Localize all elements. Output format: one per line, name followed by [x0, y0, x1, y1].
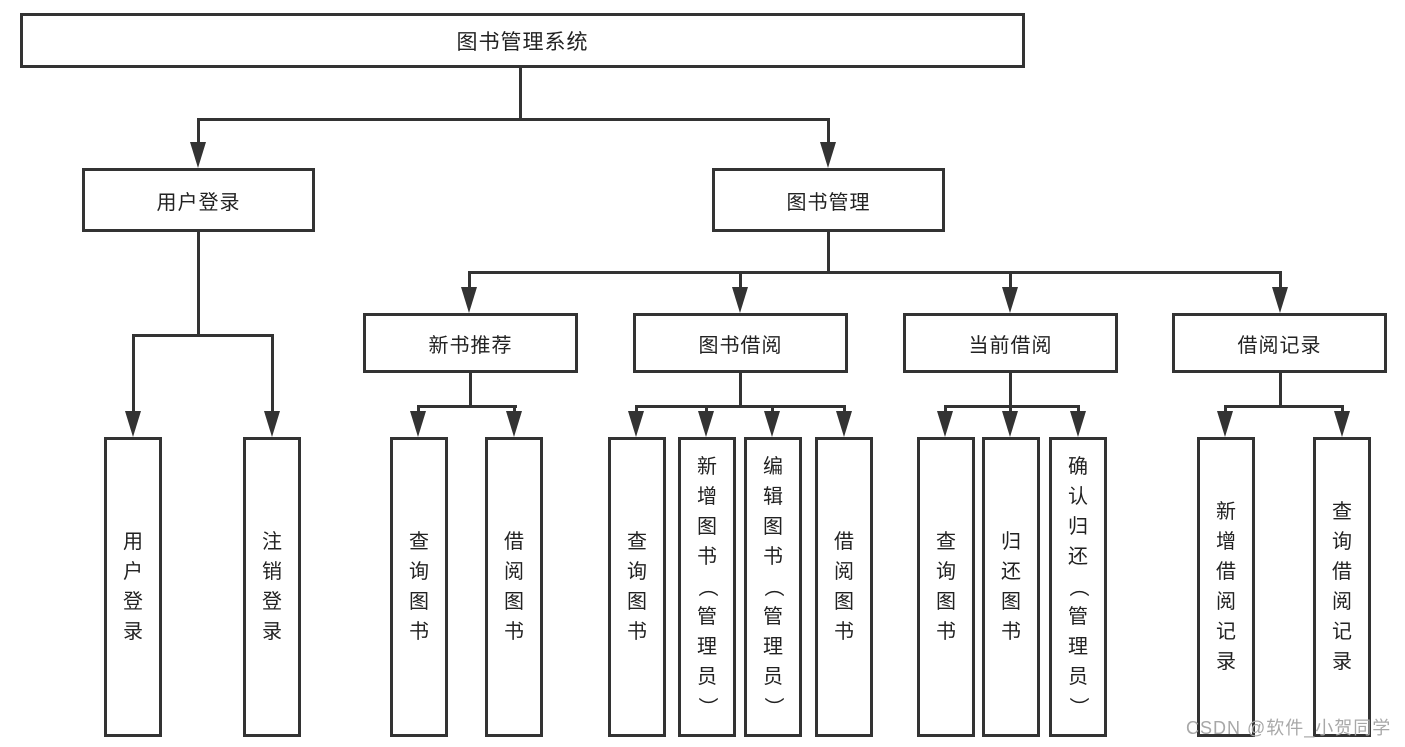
connector-line	[197, 230, 200, 337]
node-book-mgmt: 图书管理	[712, 168, 945, 232]
connector-line	[1009, 405, 1012, 415]
arrow-down-icon	[125, 411, 141, 437]
connector-line	[739, 271, 742, 291]
leaf-current-return-books-label: 归还图书	[1001, 531, 1021, 643]
connector-line	[1341, 405, 1344, 415]
leaf-current-confirm-return-admin-label: 确认归还（管理员）	[1067, 456, 1089, 717]
arrow-down-icon	[1334, 411, 1350, 437]
connector-line	[705, 405, 708, 415]
arrow-down-icon	[1217, 411, 1233, 437]
connector-line	[635, 405, 638, 415]
leaf-current-confirm-return-admin: 确认归还（管理员）	[1049, 437, 1107, 737]
arrow-down-icon	[410, 411, 426, 437]
connector-line	[1279, 371, 1282, 408]
connector-line	[771, 405, 774, 415]
leaf-user-login: 用户登录	[104, 437, 162, 737]
connector-line	[513, 405, 516, 415]
arrow-down-icon	[1272, 287, 1288, 313]
node-user-login-label: 用户登录	[156, 191, 241, 214]
leaf-newbook-borrow-books: 借阅图书	[485, 437, 543, 737]
connector-line	[827, 118, 830, 146]
connector-line	[469, 371, 472, 408]
leaf-records-add-record-label: 新增借阅记录	[1216, 501, 1236, 673]
arrow-down-icon	[820, 142, 836, 168]
leaf-borrow-add-books-admin-label: 新增图书（管理员）	[696, 456, 718, 717]
connector-line	[827, 230, 830, 274]
arrow-down-icon	[190, 142, 206, 168]
leaf-logout: 注销登录	[243, 437, 301, 737]
node-borrow-records: 借阅记录	[1172, 313, 1387, 373]
leaf-borrow-edit-books-admin-label: 编辑图书（管理员）	[762, 456, 784, 717]
node-user-login: 用户登录	[82, 168, 315, 232]
node-root-label: 图书管理系统	[456, 30, 589, 54]
arrow-down-icon	[836, 411, 852, 437]
node-new-book-recommend-label: 新书推荐	[428, 334, 513, 357]
arrow-down-icon	[732, 287, 748, 313]
leaf-current-return-books: 归还图书	[982, 437, 1040, 737]
leaf-user-login-label: 用户登录	[123, 531, 143, 643]
leaf-borrow-query-books-label: 查询图书	[627, 531, 647, 643]
leaf-records-query-record-label: 查询借阅记录	[1332, 501, 1352, 673]
arrow-down-icon	[764, 411, 780, 437]
leaf-borrow-add-books-admin: 新增图书（管理员）	[678, 437, 736, 737]
connector-line	[1077, 405, 1080, 415]
node-borrow-records-label: 借阅记录	[1237, 334, 1322, 357]
arrow-down-icon	[264, 411, 280, 437]
leaf-newbook-query-books-label: 查询图书	[409, 531, 429, 643]
connector-line	[468, 271, 471, 291]
connector-line	[417, 405, 420, 415]
node-current-borrow-label: 当前借阅	[968, 334, 1053, 357]
leaf-borrow-edit-books-admin: 编辑图书（管理员）	[744, 437, 802, 737]
arrow-down-icon	[1002, 287, 1018, 313]
connector-line	[739, 371, 742, 408]
connector-line	[843, 405, 846, 415]
node-book-borrow-label: 图书借阅	[698, 334, 783, 357]
connector-line	[468, 271, 1282, 274]
leaf-current-query-books: 查询图书	[917, 437, 975, 737]
connector-line	[132, 334, 274, 337]
leaf-current-query-books-label: 查询图书	[936, 531, 956, 643]
connector-line	[944, 405, 947, 415]
connector-line	[417, 405, 517, 408]
arrow-down-icon	[937, 411, 953, 437]
arrow-down-icon	[506, 411, 522, 437]
leaf-newbook-borrow-books-label: 借阅图书	[504, 531, 524, 643]
connector-line	[197, 118, 200, 146]
connector-line	[519, 66, 522, 119]
arrow-down-icon	[1002, 411, 1018, 437]
leaf-records-query-record: 查询借阅记录	[1313, 437, 1371, 737]
connector-line	[271, 334, 274, 414]
connector-line	[1224, 405, 1344, 408]
leaf-borrow-query-books: 查询图书	[608, 437, 666, 737]
arrow-down-icon	[628, 411, 644, 437]
node-current-borrow: 当前借阅	[903, 313, 1118, 373]
arrow-down-icon	[461, 287, 477, 313]
leaf-logout-label: 注销登录	[262, 531, 282, 643]
leaf-borrow-borrow-books: 借阅图书	[815, 437, 873, 737]
watermark: CSDN @软件_小贺同学	[1186, 718, 1392, 738]
arrow-down-icon	[1070, 411, 1086, 437]
connector-line	[197, 118, 830, 121]
node-book-mgmt-label: 图书管理	[786, 191, 871, 214]
connector-line	[1279, 271, 1282, 291]
leaf-borrow-borrow-books-label: 借阅图书	[834, 531, 854, 643]
leaf-newbook-query-books: 查询图书	[390, 437, 448, 737]
connector-line	[1009, 371, 1012, 408]
leaf-records-add-record: 新增借阅记录	[1197, 437, 1255, 737]
connector-line	[132, 334, 135, 414]
connector-line	[1224, 405, 1227, 415]
node-new-book-recommend: 新书推荐	[363, 313, 578, 373]
connector-line	[635, 405, 846, 408]
arrow-down-icon	[698, 411, 714, 437]
node-root: 图书管理系统	[20, 13, 1025, 68]
node-book-borrow: 图书借阅	[633, 313, 848, 373]
connector-line	[944, 405, 1080, 408]
connector-line	[1009, 271, 1012, 291]
